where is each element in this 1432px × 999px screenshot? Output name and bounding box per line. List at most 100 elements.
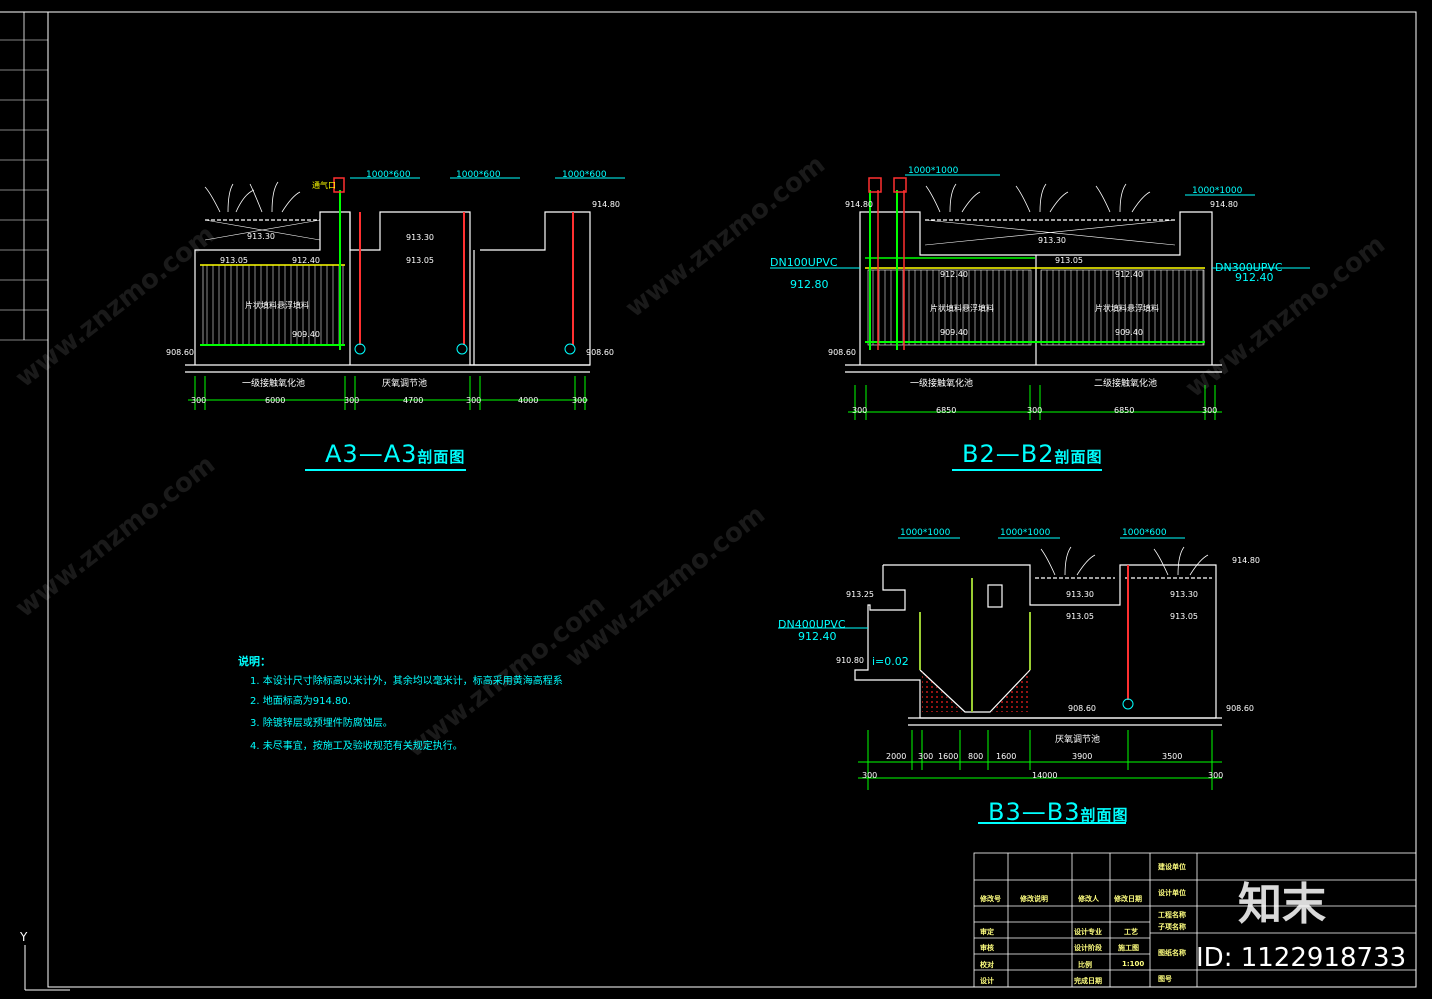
left-strip: [0, 39, 48, 341]
ucs-icon: [24, 945, 70, 991]
image-id: ID: 1122918733: [1196, 943, 1407, 973]
tb-cell: 校对: [980, 961, 994, 969]
b2-label-tank2: 二级接触氧化池: [1094, 379, 1158, 389]
b3-elev: 913.30: [1170, 590, 1198, 599]
a3-cover3: 1000*600: [562, 170, 607, 180]
b2-elev: 913.30: [1038, 236, 1066, 245]
a3-media-label: 片状填料悬浮填料: [245, 301, 309, 310]
b3-dim: 1600: [996, 752, 1017, 761]
plant-symbols: [204, 181, 1209, 576]
tb-cell: 修改号: [980, 895, 1001, 903]
b3-elev: 908.60: [1226, 704, 1254, 713]
note-item: 4. 未尽事宜，按施工及验收规范有关规定执行。: [250, 741, 463, 752]
title-block: [973, 852, 1417, 988]
a3-elev: 913.30: [406, 233, 434, 242]
a3-vent-cap: [333, 177, 345, 193]
a3-dim: 6000: [265, 396, 286, 405]
b2-elev: 912.40: [1115, 270, 1143, 279]
a3-elev: 913.05: [220, 256, 248, 265]
a3-cover1: 1000*600: [366, 170, 411, 180]
b2-dim: 300: [852, 406, 868, 415]
b2-pipe1: DN100UPVC: [770, 256, 838, 269]
b3-cover3: 1000*600: [1122, 528, 1167, 538]
a3-dim: 4000: [518, 396, 539, 405]
b3-label-tank: 厌氧调节池: [1055, 735, 1101, 745]
tb-owner: 建设单位: [1158, 863, 1186, 871]
b3-pipe: DN400UPVC: [778, 618, 846, 631]
a3-label-tank1: 一级接触氧化池: [242, 379, 306, 389]
b2-label-tank1: 一级接触氧化池: [910, 379, 974, 389]
b2-elev: 914.80: [845, 200, 873, 209]
tb-cell: 完成日期: [1074, 977, 1102, 985]
b2-media1: 片状填料悬浮填料: [930, 304, 994, 313]
ucs-y-label: Y: [20, 930, 28, 944]
b3-elev: 908.60: [1068, 704, 1096, 713]
a3-title: A3—A3剖面图: [325, 440, 466, 468]
tb-cell: 设计: [980, 977, 994, 985]
note-item: 2. 地面标高为914.80.: [250, 696, 351, 707]
a3-elev: 908.60: [166, 348, 194, 357]
b3-dim: 800: [968, 752, 984, 761]
b3-cover1: 1000*1000: [900, 528, 951, 538]
b2-cover1: 1000*1000: [908, 166, 959, 176]
b2-dim: 300: [1027, 406, 1043, 415]
b3-title: B3—B3剖面图: [988, 798, 1129, 826]
tb-cell: 1:100: [1122, 960, 1145, 968]
b3-elev: 913.25: [846, 590, 874, 599]
a3-elev: 912.40: [292, 256, 320, 265]
b2-elev: 912.40: [940, 270, 968, 279]
b3-cover2: 1000*1000: [1000, 528, 1051, 538]
tb-drawing-name: 图纸名称: [1158, 949, 1186, 957]
tb-cell: 施工图: [1118, 944, 1139, 952]
b3-dim: 2000: [886, 752, 907, 761]
b3-elev: 913.05: [1066, 612, 1094, 621]
b3-dim: 300: [918, 752, 934, 761]
b3-elev: 914.80: [1232, 556, 1260, 565]
b2-elev: 914.80: [1210, 200, 1238, 209]
section-b3: [854, 564, 1222, 726]
b2-dim: 6850: [936, 406, 957, 415]
tb-cell: 修改说明: [1020, 895, 1048, 903]
a3-elev: 914.80: [592, 200, 620, 209]
a3-elev: 908.60: [586, 348, 614, 357]
a3-dim: 4700: [403, 396, 424, 405]
tb-drawing-no: 图号: [1158, 975, 1172, 983]
tb-cell: 修改人: [1078, 895, 1099, 903]
b3-dim: 300: [862, 771, 878, 780]
b3-dim: 3900: [1072, 752, 1093, 761]
a3-label-vent: 通气口: [312, 181, 336, 190]
b3-pipe-elev: 912.40: [798, 630, 837, 643]
a3-elev: 913.05: [406, 256, 434, 265]
a3-label-tank2: 厌氧调节池: [382, 379, 428, 389]
tb-cell: 设计阶段: [1074, 944, 1102, 952]
b2-elev: 909.40: [940, 328, 968, 337]
b3-slope: i=0.02: [872, 655, 909, 668]
b2-dim: 6850: [1114, 406, 1135, 415]
b2-dim: 300: [1202, 406, 1218, 415]
znzmo-logo: 知末: [1238, 879, 1326, 930]
b2-media2: 片状填料悬浮填料: [1095, 304, 1159, 313]
b3-elev: 910.80: [836, 656, 864, 665]
b2-cover2: 1000*1000: [1192, 186, 1243, 196]
a3-cover2: 1000*600: [456, 170, 501, 180]
a3-dim: 300: [572, 396, 588, 405]
b2-pipe1-elev: 912.80: [790, 278, 829, 291]
tb-cell: 修改日期: [1114, 895, 1142, 903]
b2-title: B2—B2剖面图: [962, 440, 1103, 468]
b3-dim: 300: [1208, 771, 1224, 780]
b2-pipe2-elev: 912.40: [1235, 271, 1274, 284]
a3-elev: 909.40: [292, 330, 320, 339]
tb-cell: 审核: [980, 944, 994, 952]
b3-dim: 1600: [938, 752, 959, 761]
b2-elev: 908.60: [828, 348, 856, 357]
notes-heading: 说明：: [238, 655, 271, 668]
note-item: 3. 除镀锌层或预埋件防腐蚀层。: [250, 718, 393, 729]
a3-elev: 913.30: [247, 232, 275, 241]
b3-dim: 14000: [1032, 771, 1058, 780]
section-a3: [185, 211, 591, 373]
tb-cell: 审定: [980, 928, 994, 936]
b2-elev: 913.05: [1055, 256, 1083, 265]
tb-designer: 设计单位: [1158, 889, 1186, 897]
b3-elev: 913.05: [1170, 612, 1198, 621]
